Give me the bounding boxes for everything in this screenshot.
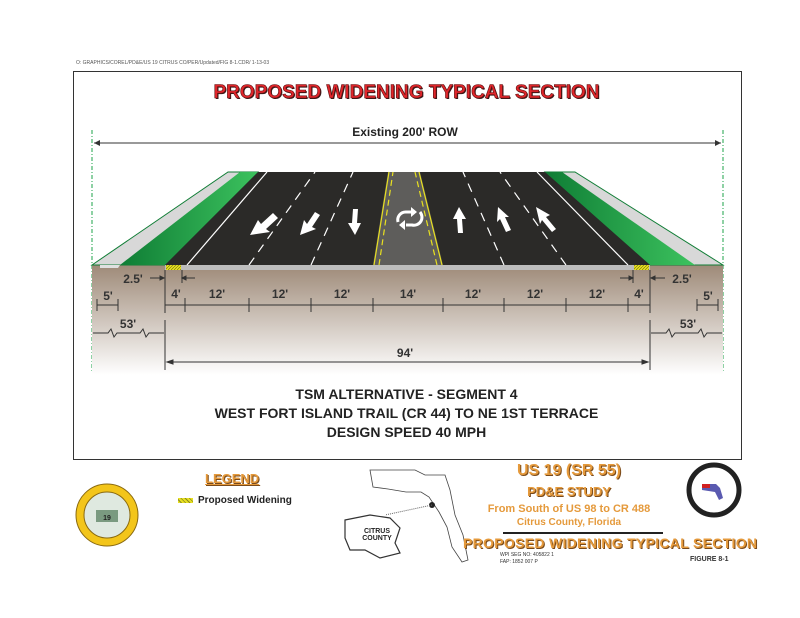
figure-title: PROPOSED WIDENING TYPICAL SECTION (213, 82, 600, 104)
row-label: Existing 200' ROW (352, 125, 458, 139)
title-block-county: Citrus County, Florida (516, 517, 622, 528)
dim-right-border: 53' (680, 317, 696, 331)
figure-number: FIGURE 8-1 (690, 556, 729, 563)
dim-lane: 14' (400, 287, 416, 301)
seal-shield-number: 19 (103, 515, 111, 522)
arrow-down-left-icon (250, 213, 278, 235)
dim-lane: 12' (209, 287, 225, 301)
legend-item-label: Proposed Widening (198, 495, 292, 506)
median-turn-lane (373, 172, 443, 265)
caption-line-2: WEST FORT ISLAND TRAIL (CR 44) TO NE 1ST… (214, 405, 599, 421)
title-block-fap: FAP: 1852 007 P (500, 559, 538, 565)
title-block-route: US 19 (SR 55) (516, 462, 622, 479)
arrow-up-icon (453, 207, 466, 233)
dim-left-offset: 2.5' (123, 272, 143, 286)
title-block-wpi: WPI SEG NO: 405822 1 (500, 552, 554, 558)
dim-lane: 4' (634, 287, 644, 301)
fdot-seal (686, 462, 742, 518)
dim-right-offset: 2.5' (672, 272, 692, 286)
widening-right (634, 265, 649, 270)
file-path-label: O: GRAPHICS/COREL/PD&E/US 19 CITRUS CO/P… (76, 60, 270, 66)
arrow-down-left-icon (300, 212, 320, 235)
map-county-label: CITRUS COUNTY (362, 528, 392, 542)
two-way-left-turn-icon (396, 210, 424, 227)
dim-lane: 12' (527, 287, 543, 301)
legend-title: LEGEND (205, 471, 260, 486)
legend-item: Proposed Widening (178, 495, 292, 506)
widening-left (166, 265, 181, 270)
widening-swatch-icon (178, 498, 193, 503)
right-grass (545, 172, 695, 265)
dim-lane: 12' (272, 287, 288, 301)
dim-right-sidewalk: 5' (703, 289, 713, 303)
arrow-down-icon (348, 209, 361, 235)
dimension-lines (93, 270, 722, 370)
balanced-approach-seal: 19 (75, 483, 139, 547)
median-yellow-lines (373, 171, 443, 266)
dim-lane: 4' (171, 287, 181, 301)
caption-line-1: TSM ALTERNATIVE - SEGMENT 4 (295, 386, 518, 402)
lane-lines (186, 171, 629, 266)
dim-left-sidewalk: 5' (103, 289, 113, 303)
title-block-divider (503, 532, 663, 534)
florida-locator-map (344, 469, 469, 563)
earth-section (92, 265, 723, 375)
dim-left-border: 53' (120, 317, 136, 331)
left-grass (120, 172, 258, 265)
title-block-sheet-title: PROPOSED WIDENING TYPICAL SECTION (463, 535, 758, 551)
dim-lane: 12' (589, 287, 605, 301)
lane-arrows (250, 207, 556, 235)
arrow-up-right-icon (536, 207, 556, 232)
drawing-frame (73, 71, 742, 460)
title-block-study: PD&E STUDY (527, 484, 611, 499)
arrow-up-right-icon (497, 207, 511, 232)
dim-total-pavement: 94' (397, 346, 413, 360)
dim-lane: 12' (334, 287, 350, 301)
title-block-limits: From South of US 98 to CR 488 (487, 503, 651, 515)
caption-line-3: DESIGN SPEED 40 MPH (326, 424, 487, 440)
dim-lane: 12' (465, 287, 481, 301)
